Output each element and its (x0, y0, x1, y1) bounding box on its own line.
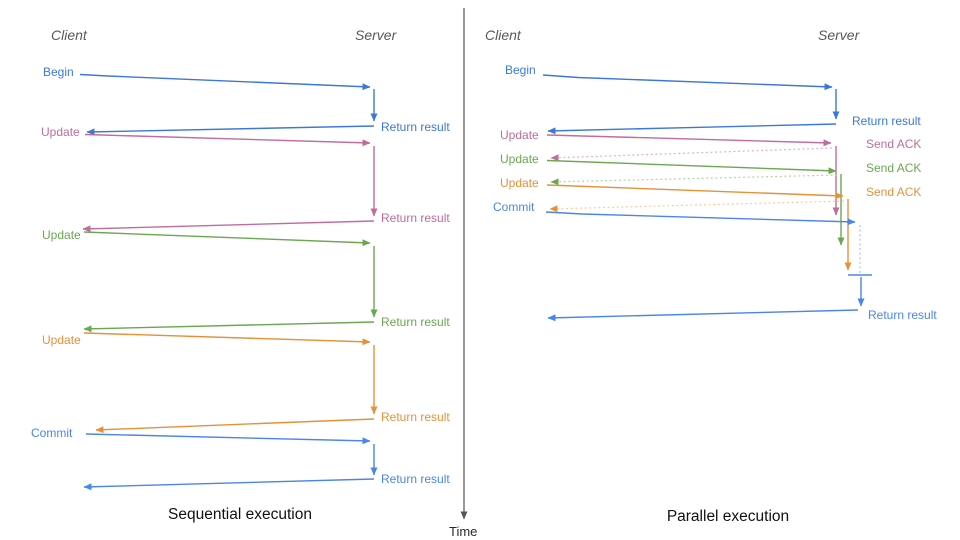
time-axis-label: Time (449, 524, 477, 539)
sequential-begin-label: Begin (43, 65, 74, 79)
sequential-update2-response-label: Return result (381, 315, 450, 329)
parallel-update3-request-arrow (546, 184, 844, 200)
parallel-commit-response-arrow (547, 309, 859, 322)
sequential-begin-request-arrow (79, 73, 371, 91)
parallel-server-header: Server (818, 27, 861, 43)
parallel-update3-ack-arrow (549, 200, 845, 213)
parallel-update1-label: Update (500, 128, 539, 142)
parallel-update2-ack-arrow (550, 174, 838, 186)
sequential-panel: Client Server Begin Return result Update… (31, 27, 450, 523)
sequential-commit-label: Commit (31, 426, 73, 440)
sequential-update1-request-arrow (84, 133, 371, 147)
sequential-client-header: Client (51, 27, 88, 43)
sequential-update1-response-arrow (82, 220, 375, 233)
parallel-begin-response-label: Return result (852, 114, 921, 128)
parallel-begin-response-arrow (547, 123, 837, 135)
time-axis: Time (449, 8, 477, 539)
parallel-client-header: Client (485, 27, 522, 43)
parallel-panel: Client Server Begin Return result Update… (485, 27, 937, 525)
sequential-begin-response-arrow (86, 125, 375, 136)
sequential-commit-request-arrow (85, 433, 371, 445)
parallel-commit-response-label: Return result (868, 308, 937, 322)
sequential-update2-request-arrow (83, 231, 371, 247)
parallel-update1-request-arrow (546, 134, 832, 147)
parallel-update1-ack-arrow (550, 147, 833, 162)
parallel-commit-label: Commit (493, 200, 535, 214)
sequential-update2-label: Update (42, 228, 81, 242)
parallel-panel-title: Parallel execution (667, 508, 789, 525)
parallel-begin-label: Begin (505, 63, 536, 77)
parallel-begin-request-arrow (542, 74, 833, 91)
sequential-commit-response-arrow (83, 478, 375, 491)
sequential-update3-response-arrow (95, 418, 375, 434)
sequential-update1-label: Update (41, 125, 80, 139)
parallel-commit-request-arrow (545, 211, 856, 226)
sequential-panel-title: Sequential execution (168, 506, 312, 523)
parallel-update3-label: Update (500, 176, 539, 190)
sequential-update3-request-arrow (83, 332, 371, 346)
parallel-update2-ack-label: Send ACK (866, 161, 921, 175)
parallel-update1-ack-label: Send ACK (866, 137, 921, 151)
parallel-update3-ack-label: Send ACK (866, 185, 921, 199)
sequential-begin-response-label: Return result (381, 120, 450, 134)
parallel-update2-request-arrow (546, 159, 837, 175)
sequential-update3-response-label: Return result (381, 410, 450, 424)
sequential-update2-response-arrow (83, 321, 375, 333)
sequential-update1-response-label: Return result (381, 211, 450, 225)
sequential-update3-label: Update (42, 333, 81, 347)
sequential-commit-response-label: Return result (381, 472, 450, 486)
sequential-server-header: Server (355, 27, 398, 43)
parallel-update2-label: Update (500, 152, 539, 166)
